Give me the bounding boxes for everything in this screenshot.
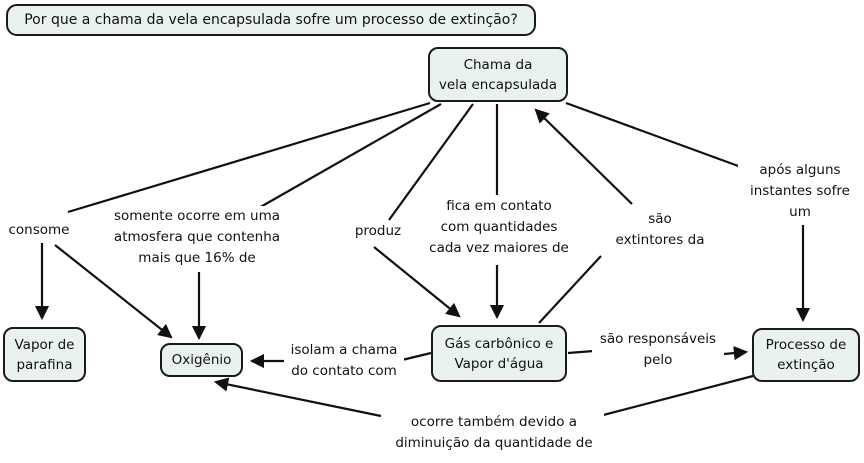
link-label-sao-extintores: são extintores da [600, 209, 720, 251]
edge-isolam-gas [401, 351, 432, 362]
concept-processo-de-extincao[interactable]: Processo de extinção [752, 328, 860, 382]
link-label-isolam-a-chama: isolam a chama do contato com [284, 340, 404, 382]
concept-gas-carbonico-vapor-agua[interactable]: Gás carbônico e Vapor d'água [431, 325, 567, 382]
edge-chama-produz [388, 103, 474, 221]
edge-chama-somente-ocorre [256, 103, 442, 210]
arrow-ocorre-tambem-oxigenio [213, 377, 382, 418]
link-label-sao-responsaveis: são responsáveis pelo [592, 329, 724, 371]
arrow-consome-oxigenio [54, 244, 173, 339]
edge-chama-consome [67, 101, 431, 214]
arrow-sao-extintores-chama [534, 108, 633, 205]
link-label-somente-ocorre: somente ocorre em uma atmosfera que cont… [97, 206, 297, 269]
edge-processo-ocorre-tambem [583, 374, 754, 422]
link-label-ocorre-tambem: ocorre também devido a diminuição da qua… [384, 412, 604, 454]
concept-oxigenio[interactable]: Oxigênio [160, 343, 243, 377]
concept-label: Oxigênio [171, 352, 232, 368]
concept-label: Chama da vela encapsulada [438, 56, 558, 93]
arrow-produz-gas [373, 246, 461, 318]
link-label-produz: produz [348, 221, 408, 242]
focus-question-text: Por que a chama da vela encapsulada sofr… [24, 12, 518, 28]
concept-label: Gás carbônico e Vapor d'água [444, 335, 554, 372]
arrow-sao-responsaveis-processo [723, 345, 749, 361]
concept-chama-da-vela[interactable]: Chama da vela encapsulada [428, 47, 568, 102]
concept-vapor-de-parafina[interactable]: Vapor de parafina [3, 327, 86, 382]
edge-gas-sao-extintores [538, 255, 602, 324]
concept-label: Vapor de parafina [14, 336, 75, 373]
concept-label: Processo de extinção [765, 337, 847, 373]
link-label-consome: consome [4, 220, 74, 241]
edge-chama-apos-alguns [565, 101, 742, 169]
link-label-fica-em-contato: fica em contato com quantidades cada vez… [424, 196, 574, 259]
link-label-apos-alguns: após alguns instantes sofre um [738, 160, 862, 223]
focus-question-box: Por que a chama da vela encapsulada sofr… [6, 4, 536, 36]
edge-gas-sao-responsaveis [567, 349, 595, 355]
